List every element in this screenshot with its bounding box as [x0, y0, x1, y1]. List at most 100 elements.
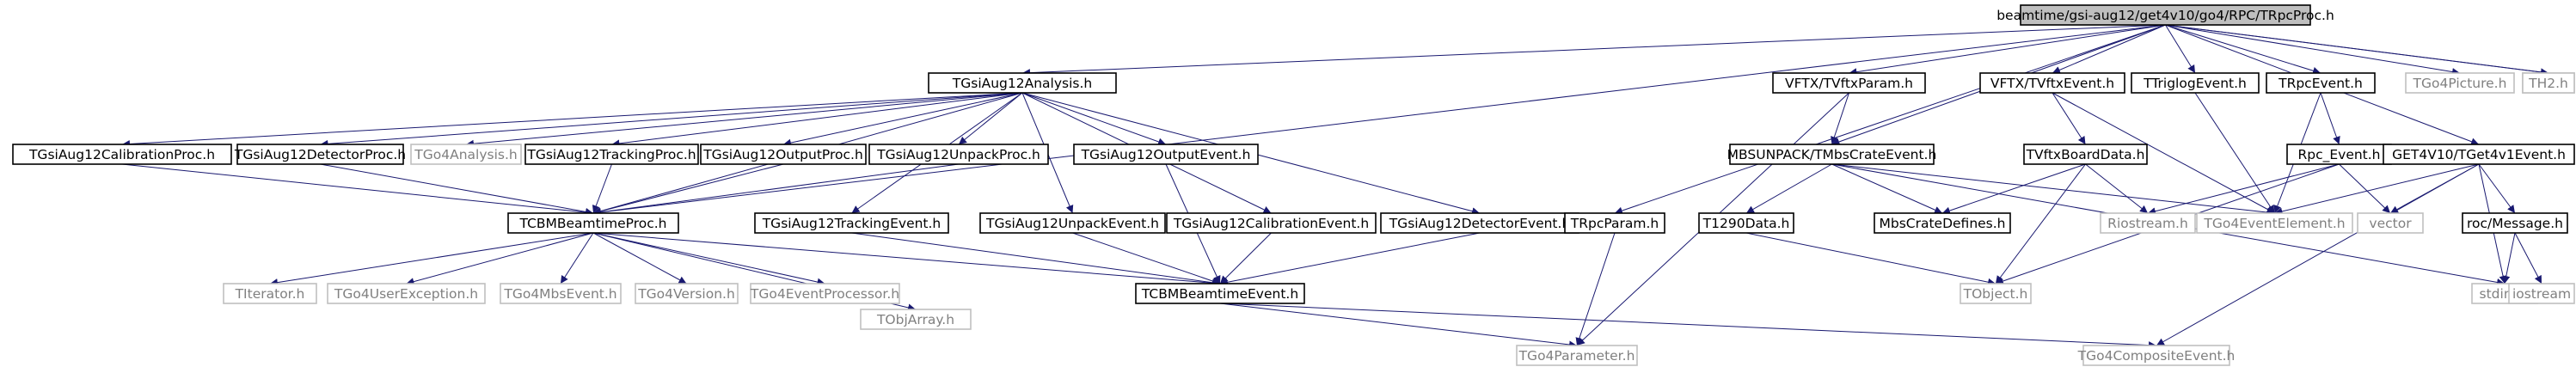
node-box — [1516, 345, 1638, 366]
node-box — [1564, 212, 1665, 234]
node-box — [1729, 144, 1935, 165]
node-label: Riostream.h — [2107, 216, 2188, 231]
edge-rpc_event-to-riostream — [2147, 163, 2340, 216]
node-box — [2082, 345, 2230, 366]
edge-layer — [121, 24, 2549, 350]
edge-mbsunpack-to-go4eventelem — [1831, 163, 2275, 217]
edge-beamevent-to-go4param — [1219, 303, 1578, 349]
node-box — [1772, 72, 1926, 94]
node-box — [2462, 212, 2568, 234]
node-label: TGo4EventProcessor.h — [750, 286, 899, 302]
node-go4mbsevent: TGo4MbsEvent.h — [500, 283, 622, 304]
edge-vftxevent-to-vftxboard — [2052, 92, 2086, 145]
node-detevent[interactable]: TGsiAug12DetectorEvent.h — [1380, 212, 1579, 234]
node-box — [2023, 144, 2148, 165]
node-label: TGo4Parameter.h — [1518, 348, 1635, 364]
node-box — [2357, 212, 2424, 234]
node-label: TRpcEvent.h — [2278, 76, 2363, 91]
node-label: roc/Message.h — [2467, 216, 2563, 231]
node-box — [750, 283, 900, 304]
edge-calibproc-to-beamproc — [121, 163, 594, 217]
edge-vftxboard-to-mbscratedef — [1941, 163, 2086, 215]
node-detproc[interactable]: TGsiAug12DetectorProc.h — [234, 144, 406, 165]
edge-root-to-beamproc — [592, 24, 2166, 217]
node-box — [1874, 212, 2011, 234]
node-box — [1166, 212, 1377, 234]
node-rocmessage[interactable]: roc/Message.h — [2462, 212, 2568, 234]
node-triglog[interactable]: TTriglogEvent.h — [2131, 72, 2260, 94]
node-outevent[interactable]: TGsiAug12OutputEvent.h — [1073, 144, 1259, 165]
edge-rocmessage-to-stdint — [2502, 232, 2516, 284]
node-calibevent[interactable]: TGsiAug12CalibrationEvent.h — [1166, 212, 1377, 234]
edge-beamproc-to-go4userexc — [406, 232, 594, 285]
edge-detevent-to-beamevent — [1219, 232, 1481, 286]
node-box — [524, 144, 699, 165]
edge-rpcparam-to-go4param — [1575, 232, 1616, 346]
node-label: TGo4Picture.h — [2413, 76, 2507, 91]
node-unpackproc[interactable]: TGsiAug12UnpackProc.h — [868, 144, 1049, 165]
node-vftxevent[interactable]: VFTX/TVftxEvent.h — [1979, 72, 2125, 94]
node-label: TGo4EventElement.h — [2203, 216, 2345, 231]
edge-get4v1-to-rocmessage — [2478, 163, 2516, 214]
node-rpc_event[interactable]: Rpc_Event.h — [2286, 144, 2392, 165]
node-label: TGsiAug12TrackingEvent.h — [762, 216, 941, 231]
node-label: beamtime/gsi-aug12/get4v10/go4/RPC/TRpcP… — [1996, 8, 2334, 23]
node-box — [754, 212, 949, 234]
node-analysis[interactable]: TGsiAug12Analysis.h — [928, 72, 1117, 94]
node-box — [236, 144, 404, 165]
edge-beamevent-to-go4composite — [1219, 303, 2157, 350]
edge-beamproc-to-go4version — [592, 232, 687, 284]
node-label: TVftxBoardData.h — [2026, 147, 2145, 162]
node-box — [410, 144, 522, 165]
node-mbscratedef[interactable]: MbsCrateDefines.h — [1874, 212, 2011, 234]
edge-unpackproc-to-beamproc — [592, 163, 960, 217]
node-label: MBSUNPACK/TMbsCrateEvent.h — [1727, 147, 1937, 162]
node-mbsunpack[interactable]: MBSUNPACK/TMbsCrateEvent.h — [1727, 144, 1937, 165]
node-box — [1979, 72, 2125, 94]
node-beamproc[interactable]: TCBMBeamtimeProc.h — [507, 212, 679, 234]
node-t1290[interactable]: T1290Data.h — [1698, 212, 1794, 234]
node-label: TGsiAug12Analysis.h — [952, 76, 1092, 91]
node-go4eventelem: TGo4EventElement.h — [2196, 212, 2353, 234]
node-beamevent[interactable]: TCBMBeamtimeEvent.h — [1135, 283, 1305, 304]
node-label: TGsiAug12OutputProc.h — [702, 147, 863, 162]
node-label: MbsCrateDefines.h — [1879, 216, 2005, 231]
node-label: TGsiAug12UnpackEvent.h — [985, 216, 1159, 231]
node-box — [860, 309, 972, 330]
node-label: TGsiAug12CalibrationEvent.h — [1173, 216, 1369, 231]
node-unpackevent[interactable]: TGsiAug12UnpackEvent.h — [979, 212, 1166, 234]
node-vftxboard[interactable]: TVftxBoardData.h — [2023, 144, 2148, 165]
node-riostream: Riostream.h — [2100, 212, 2196, 234]
node-label: TGsiAug12DetectorEvent.h — [1389, 216, 1571, 231]
node-trackevent[interactable]: TGsiAug12TrackingEvent.h — [754, 212, 949, 234]
node-go4analysis: TGo4Analysis.h — [410, 144, 522, 165]
node-calibproc[interactable]: TGsiAug12CalibrationProc.h — [12, 144, 232, 165]
node-box — [1073, 144, 1259, 165]
edge-analysis-to-outproc — [782, 92, 1023, 147]
node-th2: TH2.h — [2522, 72, 2575, 94]
node-label: T1290Data.h — [1702, 216, 1790, 231]
edge-unpackevent-to-beamevent — [1072, 232, 1221, 285]
node-box — [700, 144, 867, 165]
edge-root-to-vftxevent — [2052, 24, 2166, 74]
node-outproc[interactable]: TGsiAug12OutputProc.h — [700, 144, 867, 165]
node-box — [1135, 283, 1305, 304]
node-label: VFTX/TVftxParam.h — [1785, 76, 1913, 91]
node-rpcevent[interactable]: TRpcEvent.h — [2266, 72, 2376, 94]
edge-root-to-go4picture — [2165, 24, 2461, 76]
node-box — [2100, 212, 2196, 234]
node-go4picture: TGo4Picture.h — [2405, 72, 2515, 94]
edge-analysis-to-outevent — [1021, 92, 1167, 146]
node-box — [1698, 212, 1794, 234]
node-box — [928, 72, 1117, 94]
node-box — [2196, 212, 2353, 234]
node-get4v1[interactable]: GET4V10/TGet4v1Event.h — [2383, 144, 2575, 165]
edge-vftxboard-to-riostream — [2085, 163, 2149, 214]
node-trackproc[interactable]: TGsiAug12TrackingProc.h — [524, 144, 699, 165]
node-vector: vector — [2357, 212, 2424, 234]
node-root[interactable]: beamtime/gsi-aug12/get4v10/go4/RPC/TRpcP… — [1996, 4, 2334, 26]
node-vftxparam[interactable]: VFTX/TVftxParam.h — [1772, 72, 1926, 94]
node-rpcparam[interactable]: TRpcParam.h — [1564, 212, 1665, 234]
node-go4param: TGo4Parameter.h — [1516, 345, 1638, 366]
node-box — [2522, 72, 2575, 94]
